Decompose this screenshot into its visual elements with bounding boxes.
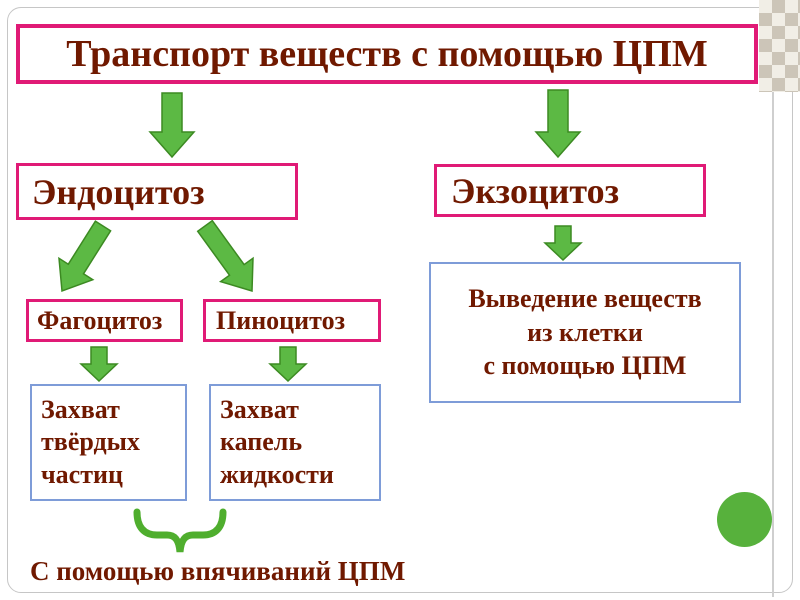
- node-exocytosis-label: Экзоцитоз: [451, 170, 620, 211]
- green-circle-decoration: [717, 492, 772, 547]
- node-pinocytosis-result: Захват капель жидкости: [209, 384, 381, 501]
- node-exocytosis-result: Выведение веществ из клетки с помощью ЦП…: [429, 262, 741, 403]
- node-endocytosis-label: Эндоцитоз: [32, 171, 205, 212]
- node-pinocytosis-label: Пиноцитоз: [216, 305, 346, 335]
- node-endocytosis: Эндоцитоз: [16, 163, 298, 220]
- node-phagocytosis-result-label: Захват твёрдых частиц: [41, 394, 140, 489]
- node-exocytosis: Экзоцитоз: [434, 164, 706, 217]
- diagram-title-box: Транспорт веществ с помощью ЦПМ: [16, 24, 758, 84]
- node-phagocytosis: Фагоцитоз: [26, 299, 183, 342]
- node-pinocytosis-result-label: Захват капель жидкости: [220, 394, 334, 489]
- bottom-note: С помощью впячиваний ЦПМ: [30, 556, 406, 586]
- checkerboard-decoration: [759, 0, 800, 92]
- node-exocytosis-result-label: Выведение веществ из клетки с помощью ЦП…: [468, 283, 702, 381]
- node-phagocytosis-result: Захват твёрдых частиц: [30, 384, 187, 501]
- right-vertical-divider: [772, 92, 774, 597]
- node-pinocytosis: Пиноцитоз: [203, 299, 381, 342]
- node-phagocytosis-label: Фагоцитоз: [37, 305, 163, 335]
- diagram-title: Транспорт веществ с помощью ЦПМ: [66, 33, 708, 75]
- slide-frame: [7, 7, 793, 593]
